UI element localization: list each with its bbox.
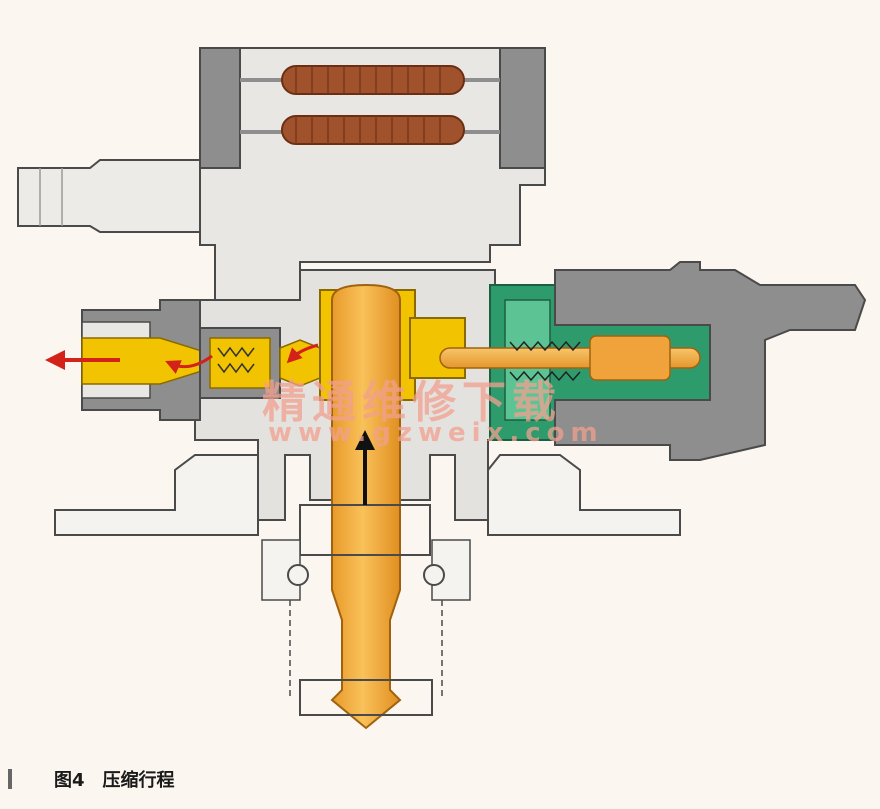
pump-piston [330,283,402,730]
piston-up-arrow [355,430,375,505]
solenoid-actuator [554,261,867,461]
figure-title: 压缩行程 [102,770,175,791]
damper-coil-upper [281,65,465,95]
mounting-flange [54,454,681,536]
figure-caption: 图4 压缩行程 [8,764,175,794]
fuel-inlet-pipe [17,159,201,233]
pump-cross-section-diagram [17,47,867,730]
outlet-check-valve [199,327,321,399]
inlet-valve-stem [439,335,701,382]
piston-guide [261,504,471,716]
damper-coil-lower [281,115,465,145]
figure-number: 图4 [54,770,85,791]
caption-marker [8,769,12,789]
pressure-damper-housing [199,47,546,301]
fuel-flow-arrows [45,343,319,374]
